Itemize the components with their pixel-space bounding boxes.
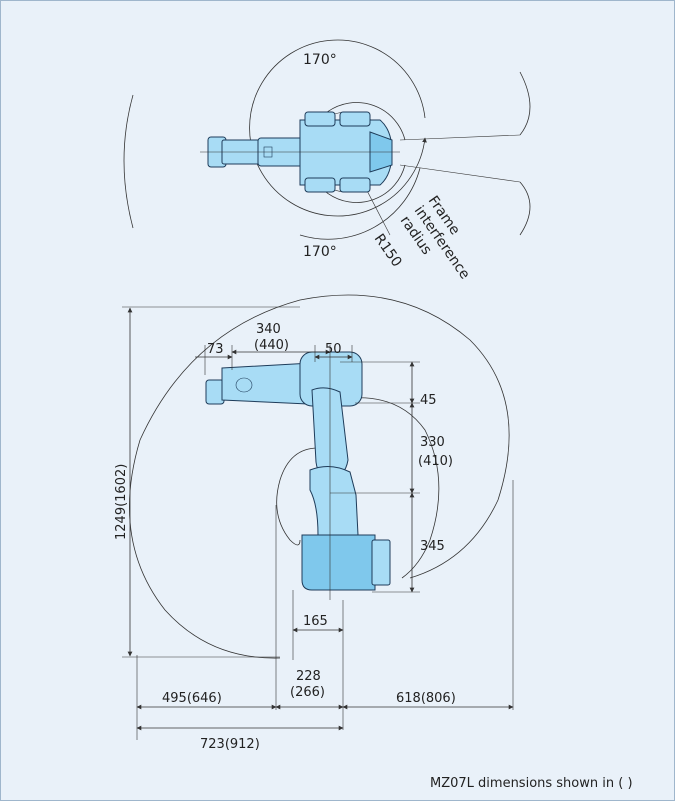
top-view: 170° 170° Frame interference radius R150 [123, 39, 531, 282]
angle-label-top: 170° [303, 52, 337, 68]
side-view: 340 (440) 73 50 45 330 (410) 345 1249(16… [114, 294, 514, 752]
reach-arc-upper-right [519, 71, 531, 136]
dim-618: 618(806) [396, 691, 456, 706]
dim-340: 340 [256, 322, 281, 337]
rotation-arc-bottom [299, 167, 421, 240]
dim-73: 73 [207, 342, 224, 357]
dim-165: 165 [303, 614, 328, 629]
dim-45: 45 [420, 393, 437, 408]
dim-440: (440) [254, 338, 289, 353]
dim-345: 345 [420, 539, 445, 554]
radius-label: R150 [371, 231, 405, 270]
rotation-arc-top [249, 39, 427, 217]
angle-label-bottom: 170° [303, 244, 337, 260]
dim-410: (410) [418, 454, 453, 469]
dim-50: 50 [325, 342, 342, 357]
dim-723: 723(912) [200, 737, 260, 752]
dim-height: 1249(1602) [114, 464, 129, 540]
footer-note: MZ07L dimensions shown in ( ) [430, 776, 633, 791]
work-envelope-outer [129, 294, 510, 659]
work-envelope-right-inner [351, 397, 440, 579]
dim-266: (266) [290, 685, 325, 700]
reach-arc-lower-right [519, 181, 531, 236]
dim-495: 495(646) [162, 691, 222, 706]
robot-top-silhouette [200, 111, 400, 193]
dim-228: 228 [296, 669, 321, 684]
dim-330: 330 [420, 435, 445, 450]
work-envelope-inner [276, 447, 319, 546]
robot-side-silhouette [205, 345, 391, 600]
reach-arc-left [123, 94, 134, 229]
